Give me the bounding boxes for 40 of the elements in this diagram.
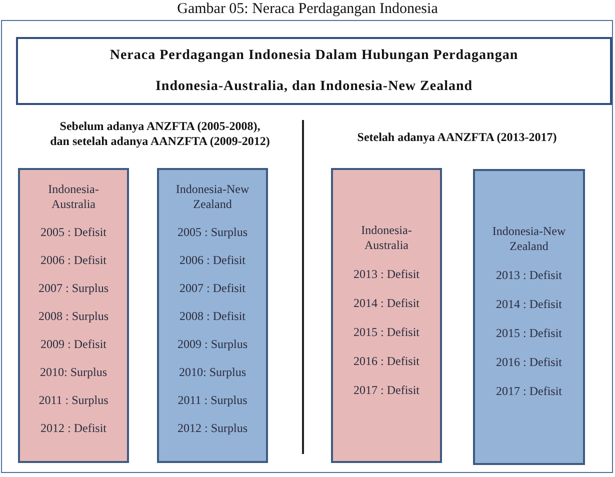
trade-balance-entry: 2016 : Defisit <box>496 355 562 370</box>
trade-balance-entry: 2010: Surplus <box>178 365 246 380</box>
trade-balance-entry: 2017 : Defisit <box>354 383 420 398</box>
trade-balance-entry: 2011 : Surplus <box>38 393 108 408</box>
trade-pair-heading: Indonesia-Australia <box>360 223 413 253</box>
section-heading: Sebelum adanya ANZFTA (2005-2008), dan setelah adanya AANZFTA (2009-2012) <box>49 119 271 149</box>
trade-balance-entry: 2012 : Surplus <box>177 421 248 436</box>
trade-balance-entry: 2012 : Defisit <box>40 421 106 436</box>
trade-balance-entry: 2017 : Defisit <box>496 384 562 399</box>
trade-balance-entry: 2005 : Surplus <box>177 225 248 240</box>
trade-balance-entry: 2014 : Defisit <box>496 297 562 312</box>
trade-pair-box <box>18 168 129 463</box>
trade-balance-entry: 2011 : Surplus <box>178 393 248 408</box>
outer-frame <box>1 20 613 473</box>
trade-pair-heading: Indonesia-New Zealand <box>174 182 250 212</box>
section-heading: Setelah adanya AANZFTA (2013-2017) <box>356 130 558 145</box>
trade-balance-entry: 2007 : Defisit <box>180 281 246 296</box>
trade-balance-entry: 2013 : Defisit <box>354 267 420 282</box>
trade-balance-entry: 2008 : Surplus <box>38 309 108 324</box>
figure-caption: Gambar 05: Neraca Perdagangan Indonesia <box>176 0 439 18</box>
trade-balance-entry: 2008 : Defisit <box>180 309 246 324</box>
heading-box <box>16 37 612 105</box>
trade-balance-entry: 2013 : Defisit <box>496 268 562 283</box>
trade-balance-entry: 2005 : Defisit <box>40 225 106 240</box>
heading-box-text: Neraca Perdagangan Indonesia Dalam Hubungan Perdagangan Indonesia-Australia, dan Indonesia-New Zealand <box>108 47 520 96</box>
trade-balance-entry: 2006 : Defisit <box>40 253 106 268</box>
trade-balance-entry: 2007 : Surplus <box>38 281 108 296</box>
trade-pair-heading: Indonesia-Australia <box>47 182 100 212</box>
trade-pair-box <box>331 168 442 463</box>
trade-balance-entry: 2006 : Defisit <box>180 253 246 268</box>
trade-balance-entry: 2016 : Defisit <box>354 354 420 369</box>
trade-pair-heading: Indonesia-New Zealand <box>491 224 567 254</box>
trade-pair-box <box>157 168 268 463</box>
trade-balance-entry: 2015 : Defisit <box>354 325 420 340</box>
trade-balance-entry: 2015 : Defisit <box>496 326 562 341</box>
trade-balance-entry: 2010: Surplus <box>40 365 107 380</box>
trade-pair-box <box>473 169 585 465</box>
trade-balance-entry: 2014 : Defisit <box>354 296 420 311</box>
trade-balance-entry: 2009 : Defisit <box>40 337 106 352</box>
trade-balance-entry: 2009 : Surplus <box>177 337 248 352</box>
